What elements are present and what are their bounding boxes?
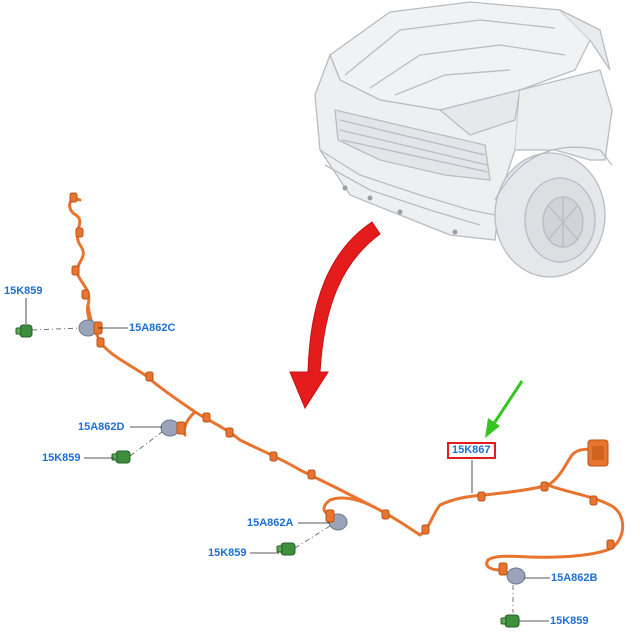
front-bumper-vehicle-icon: [314, 1, 613, 278]
bracket-15A862C: [78, 319, 103, 337]
red-arrow-icon: [289, 221, 381, 410]
sensor-bottom-right: [500, 614, 520, 628]
part-label-sensor-bottom-right: 15K859: [550, 615, 589, 627]
wiring-harness: [68, 192, 625, 572]
part-label-sensor-mid-left: 15K859: [42, 452, 81, 464]
bracket-15A862A: [325, 509, 348, 531]
sensor-mid-left: [111, 450, 131, 464]
part-label-sensor-mid-bottom: 15K859: [208, 547, 247, 559]
part-label-bracket-a: 15A862A: [247, 517, 294, 529]
part-label-harness-highlighted: 15K867: [447, 442, 496, 459]
part-label-bracket-c: 15A862C: [129, 322, 176, 334]
part-label-sensor-top-left: 15K859: [4, 285, 43, 297]
part-label-bracket-b: 15A862B: [551, 572, 598, 584]
sensor-mid-bottom: [276, 542, 296, 556]
green-arrow-icon: [485, 380, 524, 438]
bracket-15A862B: [498, 562, 526, 585]
sensor-top-left: [15, 324, 33, 338]
part-label-bracket-d: 15A862D: [78, 421, 125, 433]
bracket-15A862D: [160, 419, 186, 437]
